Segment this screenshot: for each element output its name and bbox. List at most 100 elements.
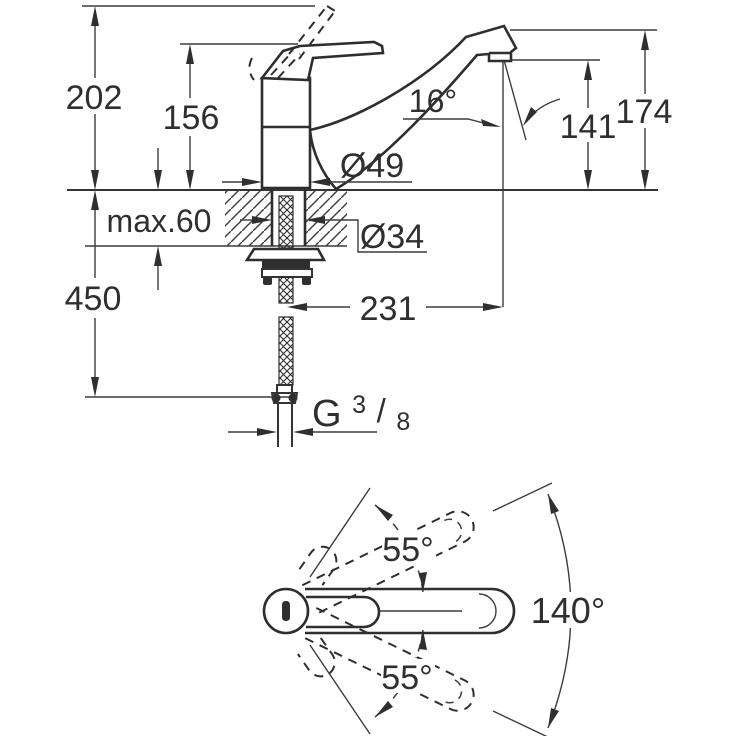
lever-ghost-arc [248,57,255,81]
dim-d49: Ø49 [222,147,412,186]
arrow-right [481,119,501,127]
dim-16deg: 16° [403,83,561,127]
arrow-left [293,428,313,436]
ghost-centerline-lower [492,710,548,736]
dim-16deg-label: 16° [409,83,457,119]
arrow-down [154,170,162,190]
faucet-body [248,5,518,191]
dim-202-label: 202 [66,79,123,117]
arrow-up [154,246,162,266]
arrow-to-centerline [419,572,427,592]
arrow-down [584,170,592,190]
hose-segment-lower [278,316,294,386]
spout-outer-outline [305,587,516,635]
mounting-bolt-right [302,277,311,285]
arrow-down [91,170,99,190]
arrow-left [310,178,330,186]
arrow-up [91,190,99,210]
dim-max60: max.60 [107,148,212,290]
ghost-centerline-upper [492,482,553,512]
thread-slash: / [377,392,387,429]
dim-231: 231 [287,290,503,328]
arrow-to-ray [375,505,393,521]
top-view: 55° 55° 140° [262,482,609,736]
stream-angle-line [503,59,527,141]
dim-450-label: 450 [65,280,122,318]
dim-55-upper-label: 55° [382,531,433,569]
dim-d34: Ø34 [240,216,427,256]
dim-max60-label: max.60 [107,203,212,239]
thread-letter: G [312,393,342,435]
arrow-right [257,428,277,436]
lever-ghost-inner [277,53,301,79]
spout-neck-outline [306,595,381,629]
dim-d34-label: Ø34 [360,218,424,256]
hose-fitting-neck [276,384,293,394]
dim-55-upper: 55° [374,504,436,593]
dim-174: 174 [616,30,673,190]
label-backing [382,531,436,565]
dim-202: 202 [66,6,123,190]
hose-segment-mid [278,276,294,304]
dim-d49-label: Ø49 [340,147,404,185]
counter-hatch-left [225,190,272,246]
dim-156-label: 156 [163,99,220,137]
leader-line [325,219,427,253]
arrow-upper-end [548,494,559,514]
arrow-down-left [523,107,537,126]
dim-55-lower-label: 55° [381,659,432,697]
dim-174-label: 174 [616,93,673,131]
ray-upper-55 [309,487,371,578]
counter-hatch-right [305,190,347,246]
arrow-to-centerline [419,630,427,650]
dim-141: 141 [560,60,617,190]
arrow-up [91,6,99,26]
dim-55-lower: 55° [374,629,435,718]
arrow-down [91,377,99,397]
side-view: 202 156 max.60 450 [65,5,673,447]
spout-top-view [262,587,516,635]
dim-thread-label: G 3 / 8 [312,380,410,436]
dim-141-label: 141 [560,108,617,146]
ghost-inner-cap [443,679,463,704]
lever-raised-ghost [248,5,336,81]
ghost-tip-lower-55 [296,637,336,678]
dim-231-label: 231 [360,290,417,328]
arrow-up [584,60,592,80]
hose-segment-upper [278,195,294,249]
ghost-tip-upper-55 [298,545,338,586]
arrow-right [252,216,272,224]
label-backing [531,592,609,628]
pivot-slot [282,601,290,621]
arrow-right [242,178,262,186]
lever-ghost-edge [298,10,336,60]
ray-lower-55 [309,644,371,735]
body-column [260,76,312,190]
label-backing [381,659,435,693]
ghost-inner-cap [443,518,463,543]
washer [262,261,310,269]
arrow-up [641,30,649,50]
dim-thread: G 3 / 8 [228,380,410,436]
ghost-outline [301,510,475,615]
ghost-tip-outline [296,637,336,678]
arrow-right [483,303,503,311]
fitting-nut [270,392,299,404]
arrow-lower-end [548,708,559,728]
mounting-bolt-left [263,277,272,285]
dim-156: 156 [163,44,220,190]
arrow-to-ray [375,701,393,717]
dim-450: 450 [65,190,122,397]
thread-numerator: 3 [352,391,366,419]
dim-140: 140° [531,493,609,729]
thread-denominator: 8 [396,408,410,436]
arrow-down [641,170,649,190]
ghost-spout-lower [301,607,475,712]
arrow-up [186,44,194,64]
mounting-nut [261,268,313,278]
ghost-outline [301,607,475,712]
escutcheon-flange [244,247,327,262]
arrow-down [186,170,194,190]
